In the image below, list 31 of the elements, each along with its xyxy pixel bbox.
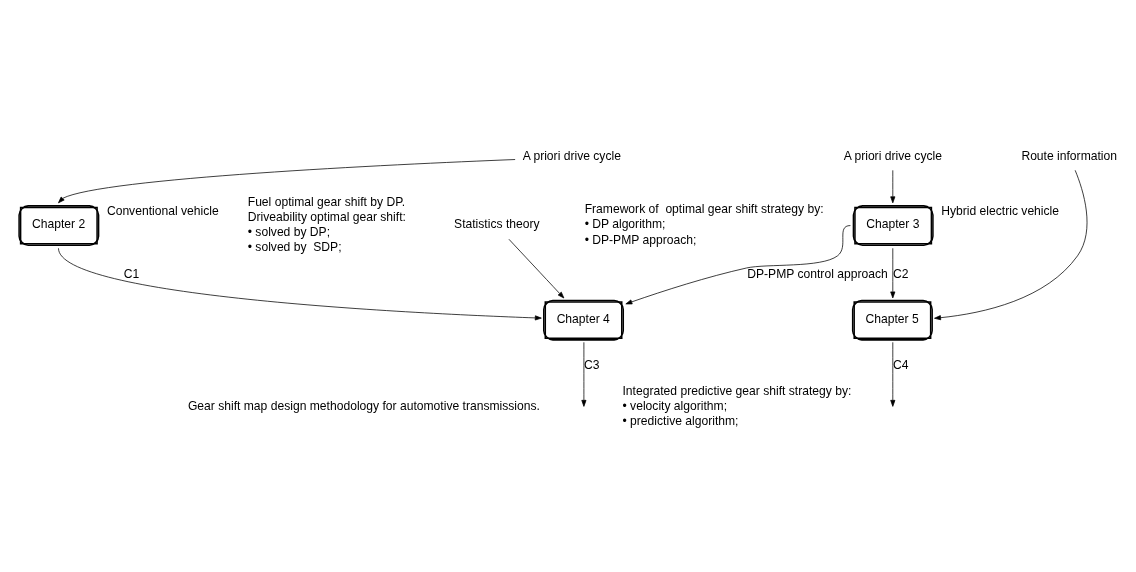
node-label: Hybrid electric vehicle <box>941 203 1060 218</box>
arrow <box>508 238 565 298</box>
label: • solved by DP; <box>247 224 331 239</box>
label: Integrated predictive gear shift strategy by: <box>622 383 852 398</box>
edge-label: DP-PMP control approach <box>747 266 888 281</box>
label: Fuel optimal gear shift by DP. <box>247 194 406 209</box>
edge-label: C1 <box>123 266 140 281</box>
label: • predictive algorithm; <box>622 413 739 428</box>
edge-label: C3 <box>584 356 600 371</box>
arrow <box>58 247 542 320</box>
node-text: Route information <box>1021 148 1117 163</box>
arrow <box>934 169 1088 320</box>
arrow <box>58 158 516 203</box>
arrow <box>581 341 587 407</box>
arrow <box>890 247 896 298</box>
label: Driveability optimal gear shift: <box>247 209 406 224</box>
node-text: Statistics theory <box>454 216 540 231</box>
label: Gear shift map design methodology for automotive transmissions. <box>187 398 540 413</box>
label: • velocity algorithm; <box>622 398 728 413</box>
arrow <box>890 341 896 407</box>
edge-label: C2 <box>893 266 909 281</box>
arrow <box>890 169 896 203</box>
node-text: A priori drive cycle <box>522 148 621 163</box>
arrow <box>625 224 851 304</box>
node-label: Conventional vehicle <box>106 203 219 218</box>
label: • solved by SDP; <box>247 239 342 254</box>
label: • DP algorithm; <box>584 216 666 231</box>
node-text: A priori drive cycle <box>843 148 942 163</box>
edge-label: C4 <box>893 356 909 371</box>
label: Framework of optimal gear shift strategy by: <box>584 201 824 216</box>
label: • DP-PMP approach; <box>584 232 697 247</box>
